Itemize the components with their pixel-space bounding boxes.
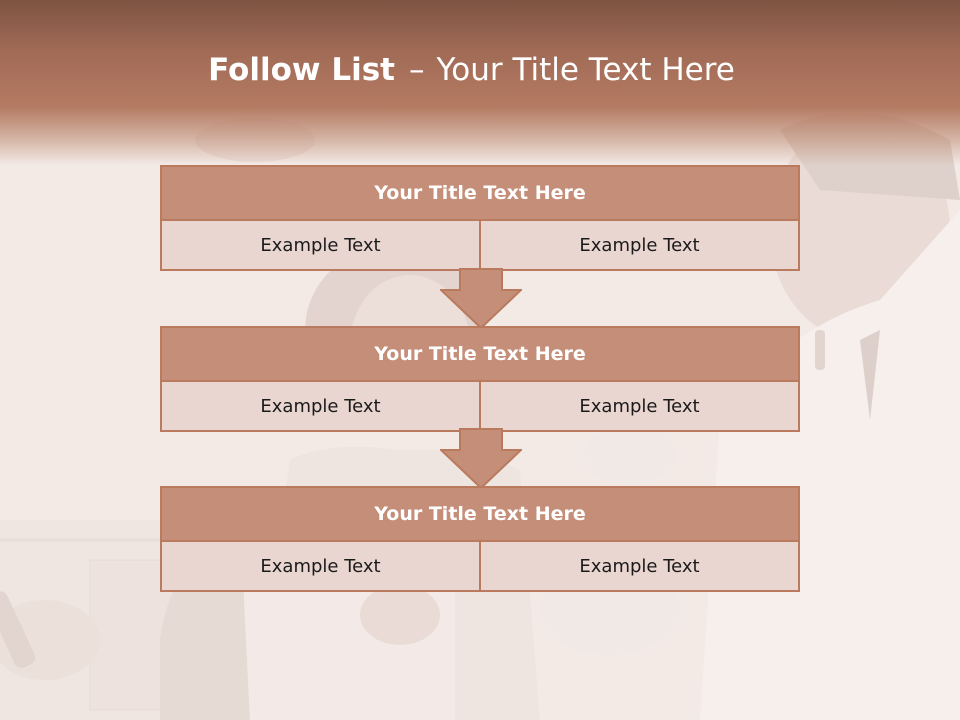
block-cell-left[interactable]: Example Text — [160, 542, 481, 592]
list-block-1: Your Title Text Here Example Text Exampl… — [160, 165, 800, 271]
block-row: Example Text Example Text — [160, 542, 800, 592]
block-cell-right[interactable]: Example Text — [481, 221, 800, 271]
slide-title-bold: Follow List — [208, 52, 395, 88]
header-band — [0, 0, 960, 165]
slide-title-separator: – — [408, 52, 425, 88]
block-cell-right[interactable]: Example Text — [481, 542, 800, 592]
block-row: Example Text Example Text — [160, 382, 800, 432]
list-block-3: Your Title Text Here Example Text Exampl… — [160, 486, 800, 592]
block-cell-left[interactable]: Example Text — [160, 382, 481, 432]
down-arrow-icon — [440, 428, 522, 490]
block-row: Example Text Example Text — [160, 221, 800, 271]
list-block-2: Your Title Text Here Example Text Exampl… — [160, 326, 800, 432]
block-title[interactable]: Your Title Text Here — [160, 326, 800, 382]
block-title[interactable]: Your Title Text Here — [160, 486, 800, 542]
block-title[interactable]: Your Title Text Here — [160, 165, 800, 221]
block-cell-right[interactable]: Example Text — [481, 382, 800, 432]
block-cell-left[interactable]: Example Text — [160, 221, 481, 271]
down-arrow-icon — [440, 268, 522, 330]
slide-title: Follow List–Your Title Text Here — [0, 52, 943, 88]
slide-title-rest: Your Title Text Here — [436, 52, 735, 88]
